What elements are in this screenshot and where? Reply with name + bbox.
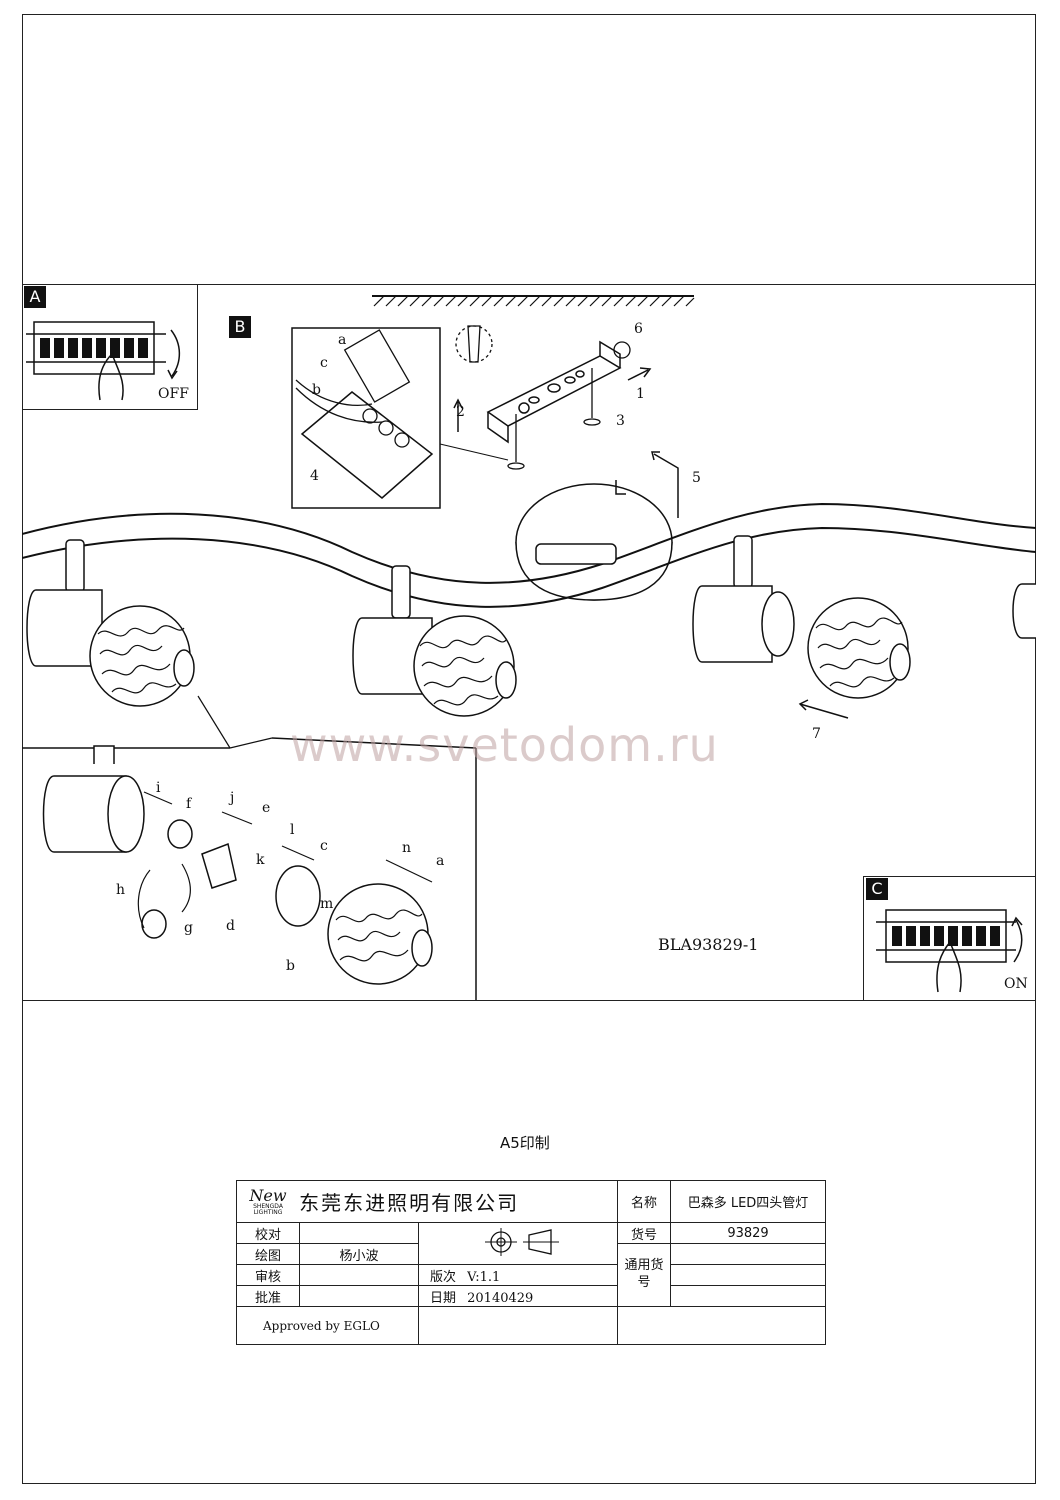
review-label: 审核: [236, 1264, 300, 1286]
projection-symbol-cell: [418, 1222, 618, 1265]
page-frame: [22, 14, 1036, 1484]
name-value: 巴森多 LED四头管灯: [670, 1180, 826, 1223]
part-a-label-wiring: a: [338, 332, 347, 348]
common-item-row2: [670, 1264, 826, 1286]
company-name: 东莞东进照明有限公司: [299, 1191, 520, 1215]
step-6-label: 6: [634, 321, 643, 337]
check-label: 校对: [236, 1222, 300, 1244]
part-n-label: n: [402, 840, 412, 856]
draw-value: 杨小波: [299, 1243, 419, 1265]
breaker-off-illustration: [26, 321, 181, 401]
common-item-row1: [670, 1243, 826, 1265]
part-k-label: k: [256, 852, 265, 868]
company-logo: New SHENGDA LIGHTING: [249, 1185, 287, 1216]
version-label: 版次: [429, 1269, 456, 1285]
part-m-label: m: [320, 896, 334, 912]
footer-empty-2: [617, 1306, 826, 1345]
step-2-label: 2: [456, 404, 465, 420]
part-b-label: b: [286, 958, 295, 974]
panel-a-box: [22, 284, 198, 410]
approved-by: Approved by EGLO: [236, 1306, 419, 1345]
panel-b-label: B: [229, 316, 251, 338]
version-cell: 版次 V:1.1: [418, 1264, 618, 1286]
top-section-divider: [22, 284, 1036, 285]
common-item-label: 通用货号: [617, 1243, 671, 1307]
version-value: V:1.1: [467, 1269, 501, 1285]
step-7-label: 7: [812, 726, 821, 742]
step-1-label: 1: [636, 386, 645, 402]
step-5-label: 5: [692, 470, 701, 486]
date-value: 20140429: [467, 1290, 534, 1306]
projection-symbol-icon: [485, 1227, 559, 1256]
model-code: BLA93829-1: [658, 935, 759, 954]
part-e-label: e: [262, 800, 271, 816]
common-item-row3: [670, 1285, 826, 1307]
part-h-label: h: [116, 882, 126, 898]
part-l-label: l: [290, 822, 295, 838]
assembly-diagram: [22, 295, 1036, 1000]
panel-a-label: A: [24, 286, 46, 308]
footer-empty-1: [418, 1306, 618, 1345]
part-a-label: a: [436, 853, 445, 869]
check-value: [299, 1222, 419, 1244]
date-label: 日期: [429, 1290, 456, 1306]
item-no-value: 93829: [670, 1222, 826, 1244]
part-c-label-wiring: c: [320, 355, 328, 371]
part-i-label: i: [156, 780, 161, 796]
draw-label: 绘图: [236, 1243, 300, 1265]
part-d-label: d: [226, 918, 235, 934]
part-g-label: g: [184, 920, 193, 936]
part-j-label: j: [230, 790, 235, 806]
title-block: New SHENGDA LIGHTING 东莞东进照明有限公司 名称 巴森多 L…: [236, 1180, 826, 1345]
watermark: www.svetodom.ru: [290, 718, 719, 772]
step-4-label: 4: [310, 468, 319, 484]
approve-value: [299, 1285, 419, 1307]
item-no-label: 货号: [617, 1222, 671, 1244]
part-f-label: f: [186, 796, 192, 812]
panel-a-caption: OFF: [158, 386, 189, 402]
panel-c-label: C: [866, 878, 888, 900]
company-cell: New SHENGDA LIGHTING 东莞东进照明有限公司: [236, 1180, 618, 1223]
breaker-on-illustration: [876, 909, 1023, 993]
part-c-label: c: [320, 838, 328, 854]
date-cell: 日期 20140429: [418, 1285, 618, 1307]
bottom-section-divider: [22, 1000, 1036, 1001]
approve-label: 批准: [236, 1285, 300, 1307]
name-label: 名称: [617, 1180, 671, 1223]
panel-c-box: [863, 876, 1036, 1000]
panel-c-caption: ON: [1004, 976, 1028, 992]
review-value: [299, 1264, 419, 1286]
step-3-label: 3: [616, 413, 625, 429]
part-b-label-wiring: b: [312, 382, 321, 398]
print-note: A5印制: [500, 1134, 550, 1152]
